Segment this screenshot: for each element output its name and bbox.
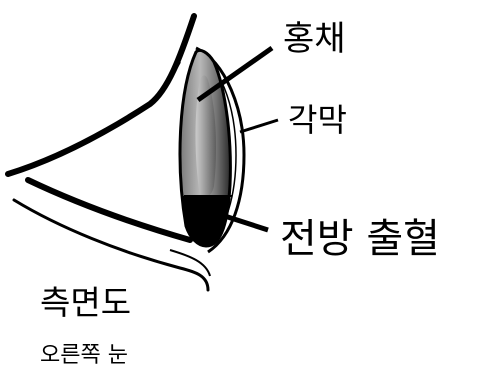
label-eye-side: 오른쪽 눈 <box>40 343 128 368</box>
pupil <box>195 75 216 198</box>
lower-eyelid-inner <box>12 198 210 292</box>
label-hyphema: 전방 출혈 <box>280 216 440 262</box>
label-view: 측면도 <box>40 283 131 322</box>
cornea-leader-line <box>239 118 279 134</box>
label-iris: 홍채 <box>283 19 346 59</box>
label-cornea: 각막 <box>288 101 347 139</box>
hyphema-leader-line <box>205 207 269 233</box>
upper-eyelid-fold <box>149 61 181 105</box>
iris-leader-line <box>196 45 274 103</box>
upper-eyelid <box>5 13 197 177</box>
lower-eyelid <box>25 177 193 243</box>
lower-lid-edge <box>169 249 211 277</box>
